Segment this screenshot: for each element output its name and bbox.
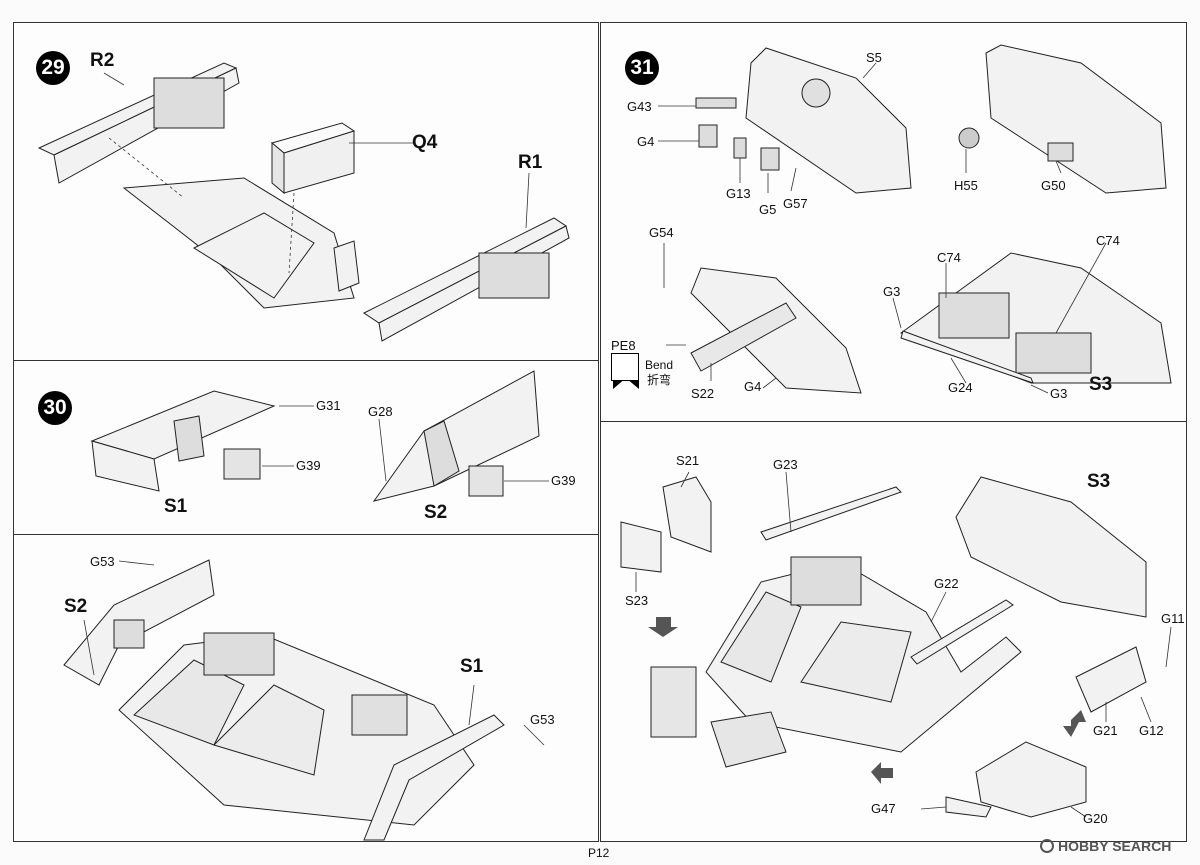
label-c74-right: C74 [1096,233,1120,248]
step-bottom-left-panel: G53 S2 S1 G53 [13,534,599,842]
watermark-logo-icon [1040,839,1054,853]
part-s3-panel [899,252,1172,384]
label-g11: G11 [1161,611,1185,626]
label-g5: G5 [759,202,777,217]
label-s1: S1 [164,496,188,517]
label-s23: S23 [625,593,649,608]
label-s5: S5 [866,50,882,65]
label-g20: G20 [1083,811,1108,826]
step-29-panel: 29 R2 Q4 R1 [13,22,599,361]
page-number: P12 [588,846,610,860]
part-s21 [662,476,712,553]
label-g50: G50 [1041,178,1066,193]
label-g54: G54 [649,225,674,240]
bottom-left-drawing [63,559,545,841]
step-31-drawing [613,44,1172,394]
label-g57: G57 [783,196,808,211]
label-s3-bottom: S3 [1087,471,1111,492]
arrow-left [871,762,893,784]
label-g53-top: G53 [90,554,115,569]
bottom-right-drawing [620,471,1172,818]
label-r1: R1 [518,152,543,173]
part-g23 [760,486,902,541]
part-g20 [975,741,1087,818]
bend-icon-box [611,353,639,381]
label-bend: Bend [645,358,674,372]
label-h55: H55 [954,178,978,193]
label-g39-right: G39 [551,473,576,488]
part-right-panel [985,44,1167,194]
label-g12: G12 [1139,723,1164,738]
label-g23: G23 [773,457,798,472]
label-g3-bottom: G3 [1050,386,1068,401]
label-g4-top: G4 [637,134,655,149]
label-c74-left: C74 [937,250,961,265]
label-q4: Q4 [412,132,438,153]
label-bend-cn: 折弯 [647,373,672,387]
label-g4-bottom: G4 [744,379,762,394]
label-r2: R2 [90,50,115,71]
part-s5 [745,47,912,194]
label-g47: G47 [871,801,896,816]
part-s2 [372,370,540,502]
part-g22 [910,599,1014,665]
label-g43: G43 [627,99,652,114]
step-bottom-right-panel: S21 G23 S3 S23 G22 G11 G21 G12 G47 G20 [600,421,1187,842]
label-g28: G28 [368,404,393,419]
step-31-panel: 31 S5 G43 G4 G13 G5 G57 H55 G50 G54 PE8 … [600,22,1187,422]
part-s3-rear [955,476,1147,618]
step-30-badge: 30 [38,391,72,425]
label-g24: G24 [948,380,973,395]
label-g13: G13 [726,186,751,201]
label-g3-top: G3 [883,284,901,299]
part-g21 [1075,646,1147,713]
part-s22-panel [690,267,862,394]
label-g39-left: G39 [296,458,321,473]
label-s22: S22 [691,386,715,401]
arrow-down-right [1063,710,1086,737]
step-29-badge: 29 [36,51,70,85]
step-29-drawing [37,62,570,342]
step-31-badge: 31 [625,51,659,85]
part-front-plate [710,711,787,768]
watermark-text: HOBBY SEARCH [1058,838,1172,854]
step-30-drawing [90,370,549,502]
label-g53-bottom: G53 [530,712,555,727]
label-g31: G31 [316,398,341,413]
label-s2: S2 [424,502,448,523]
label-s1-bottom: S1 [460,656,484,677]
label-pe8: PE8 [611,338,636,353]
part-s1-plate [363,714,505,841]
arrow-down-left [648,617,678,637]
label-s21: S21 [676,453,700,468]
label-g22: G22 [934,576,959,591]
step-30-panel: 30 G31 G39 S1 G28 G39 S2 [13,360,599,535]
label-g21: G21 [1093,723,1118,738]
watermark: HOBBY SEARCH [1040,838,1171,854]
part-s23 [620,521,662,573]
label-s3: S3 [1089,374,1113,395]
label-s2-bottom: S2 [64,596,88,617]
